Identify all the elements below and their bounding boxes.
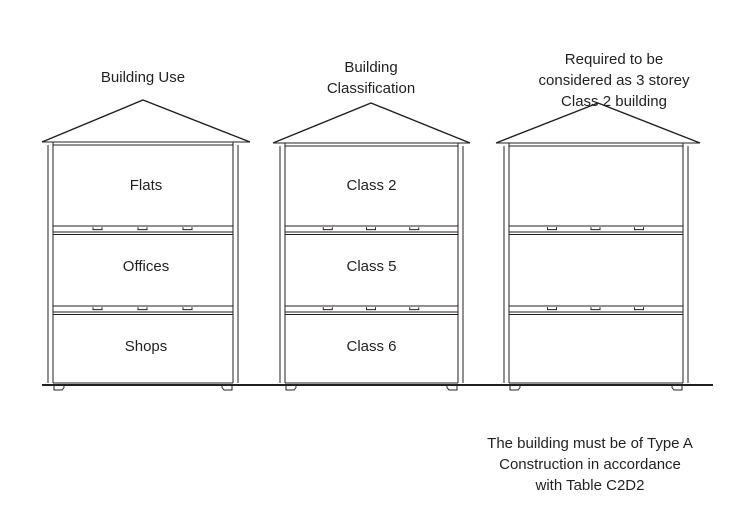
building-3-slab-1-notch-3 [634,307,644,311]
floor-label-class-2: Class 2 [346,177,397,194]
building-1-slab-1-notch-2 [137,307,148,311]
building-3-slab-1-notch-1 [547,307,557,311]
building-1-slab-0-notch-1 [92,227,103,231]
floor-label-offices: Offices [122,258,170,275]
floor-label-flats: Flats [129,177,163,194]
building-3-slab-0-notch-2 [590,227,601,231]
building-1-slab-0-notch-2 [137,227,148,231]
building-1-roof-pitch [41,99,251,143]
building-2-slab-1-notch-3 [409,307,420,311]
floor-label-class-6: Class 6 [346,338,397,355]
building-1-slab-0-notch-3 [182,227,193,231]
header-building-use-text: Building Use [100,69,186,86]
building-2-footing-right [446,385,458,391]
building-3-footing-left [509,385,521,391]
floor-label-shops: Shops [124,338,168,355]
header-building-classification-text: Building Classification [326,59,416,97]
building-2-slab-1-notch-2 [366,307,376,311]
building-3-roof-pitch [495,102,701,144]
building-3-slab-1-notch-2 [590,307,601,311]
construction-note: The building must be of Type A Construct… [460,412,720,496]
building-2-slab-0-notch-1 [322,227,333,231]
building-2-roof-pitch [272,102,471,144]
building-3-slab-0-notch-1 [547,227,557,231]
building-2-slab-1-notch-1 [322,307,333,311]
building-2-footing-left [285,385,297,391]
header-building-use: Building Use [33,46,253,88]
header-required-note: Required to be considered as 3 storey Cl… [494,28,734,112]
building-3-footing-right [671,385,683,391]
floor-label-class-5: Class 5 [346,258,397,275]
building-3-slab-0-notch-3 [634,227,644,231]
construction-note-text: The building must be of Type A Construct… [487,435,693,494]
building-1-slab-1-notch-3 [182,307,193,311]
building-1-footing-left [53,385,65,391]
building-2-slab-0-notch-3 [409,227,420,231]
building-1-slab-1-notch-1 [92,307,103,311]
building-2-slab-0-notch-2 [366,227,376,231]
header-building-classification: Building Classification [261,36,481,99]
header-required-note-text: Required to be considered as 3 storey Cl… [538,51,690,110]
diagram-geometry [41,99,713,391]
building-1-footing-right [221,385,233,391]
